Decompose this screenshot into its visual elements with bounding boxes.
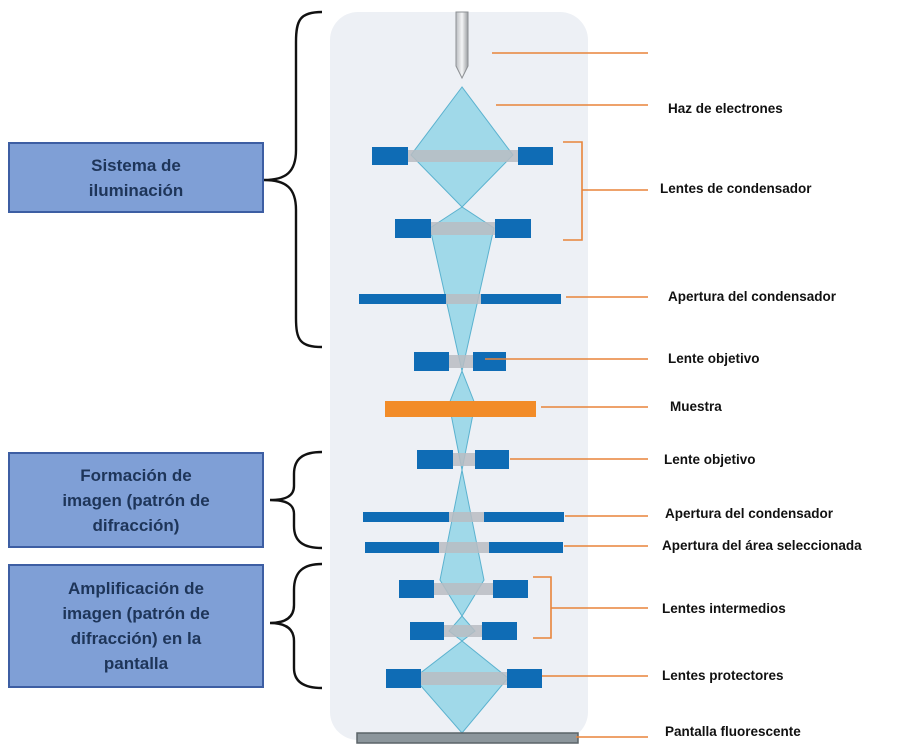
label-objective-lens-2: Lente objetivo — [664, 452, 756, 467]
label-intermediate-lenses: Lentes intermedios — [662, 601, 786, 616]
brace-icons — [263, 10, 323, 690]
label-condenser-aperture-1: Apertura del condensador — [668, 289, 837, 304]
label-specimen: Muestra — [670, 399, 722, 414]
label-screen: Pantalla fluorescente — [665, 724, 801, 739]
label-projector-lenses: Lentes protectores — [662, 668, 784, 683]
label-condenser-lenses: Lentes de condensador — [660, 181, 812, 196]
brace-formation-icon — [269, 450, 323, 550]
specimen-bar — [385, 401, 536, 417]
illumination-system-box: Sistema de iluminación — [8, 142, 264, 213]
brace-magnification-icon — [269, 562, 323, 690]
label-condenser-aperture-2: Apertura del condensador — [665, 506, 834, 521]
leader-lines — [485, 52, 648, 738]
label-beam: Haz de electrones — [668, 101, 783, 116]
electron-gun-icon — [455, 11, 469, 80]
microscope-column — [330, 12, 588, 740]
label-selected-area-aperture: Apertura del área seleccionada — [662, 538, 862, 553]
fluorescent-screen — [356, 732, 579, 744]
label-objective-lens-1: Lente objetivo — [668, 351, 760, 366]
image-magnification-box: Amplificación de imagen (patrón de difra… — [8, 564, 264, 688]
brace-illumination-icon — [263, 10, 323, 349]
lenses — [359, 147, 564, 688]
image-formation-box: Formación de imagen (patrón de difracció… — [8, 452, 264, 548]
